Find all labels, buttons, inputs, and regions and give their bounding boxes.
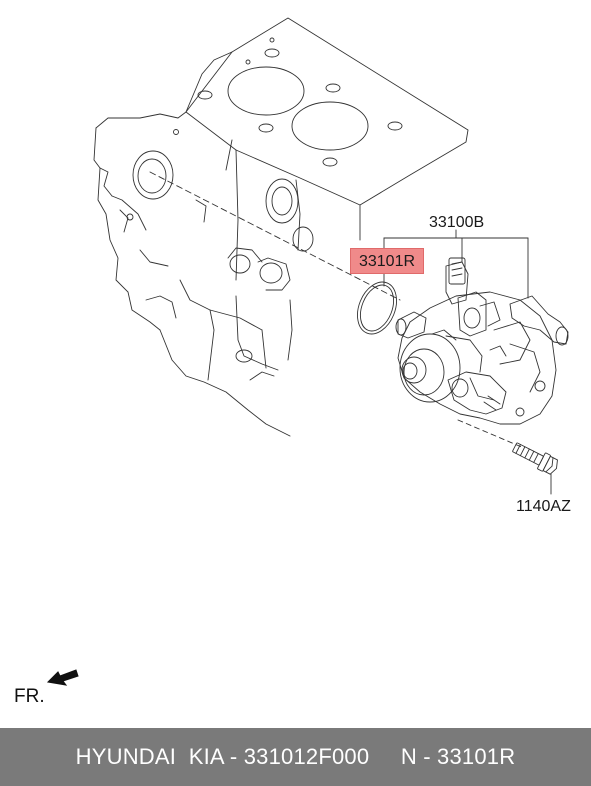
part-label-pump-assembly[interactable]: 33100B bbox=[429, 214, 485, 231]
engine-block-drawing bbox=[93, 17, 469, 437]
front-arrow-icon bbox=[46, 669, 79, 686]
parts-diagram bbox=[93, 17, 569, 495]
fuel-pump-drawing bbox=[395, 257, 569, 425]
gasket-o-ring bbox=[357, 281, 397, 335]
front-label: FR. bbox=[14, 686, 45, 707]
footer-bar: HYUNDAI KIA - 331012F000 N - 33101R bbox=[0, 728, 591, 786]
leader-lines bbox=[383, 229, 552, 495]
part-label-gasket-highlighted[interactable]: 33101R bbox=[350, 248, 424, 274]
footer-part-numbers: HYUNDAI KIA - 331012F000 N - 33101R bbox=[75, 744, 516, 769]
part-label-bolt[interactable]: 1140AZ bbox=[516, 498, 571, 515]
bolt-drawing bbox=[512, 442, 558, 475]
front-direction-indicator: FR. bbox=[14, 668, 84, 712]
